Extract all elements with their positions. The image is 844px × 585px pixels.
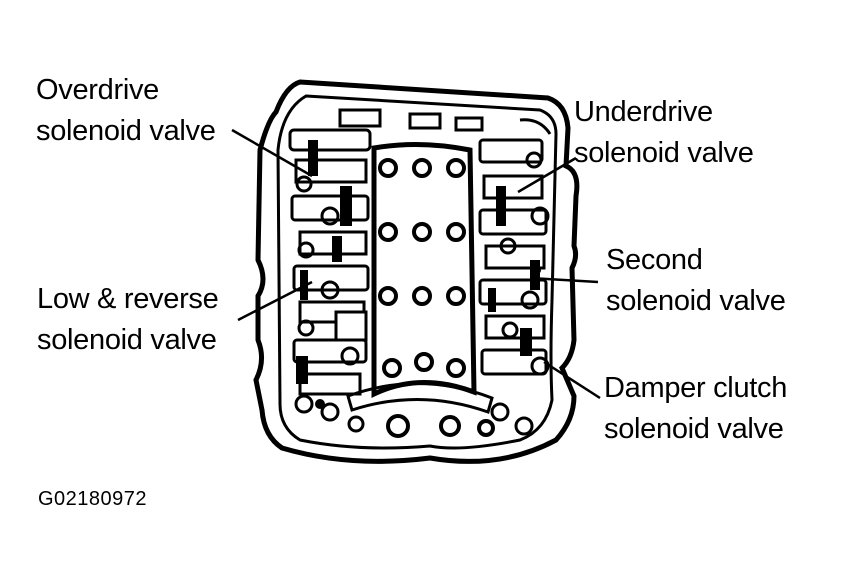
overdrive-label-line1: Overdrive [36, 74, 159, 106]
second-label-line2: solenoid valve [606, 285, 786, 317]
leader-damper [543, 360, 601, 400]
bottom-channel [346, 382, 494, 414]
underdrive-label-line2: solenoid valve [574, 137, 754, 169]
top-edge-parts [338, 108, 552, 135]
plate-bolt-holes [378, 158, 466, 378]
valve-body-outline [253, 79, 580, 464]
overdrive-label-line2: solenoid valve [36, 115, 216, 147]
bottom-bolt-holes [386, 414, 495, 438]
second-label-line1: Second [606, 244, 703, 276]
valve-body-inner-outline [276, 94, 558, 450]
right-valve-bank [478, 138, 550, 436]
damper-clutch-label-line2: solenoid valve [604, 413, 784, 445]
underdrive-label-line1: Underdrive [574, 96, 713, 128]
underdrive-solenoid-label: Underdrive solenoid valve [574, 92, 754, 174]
leader-lines [231, 128, 601, 400]
low-reverse-label-line1: Low & reverse [37, 283, 219, 315]
low-reverse-solenoid-label: Low & reverse solenoid valve [37, 279, 219, 361]
left-valve-dark-marks [296, 140, 352, 409]
leader-underdrive [517, 156, 577, 194]
leader-low-reverse [237, 280, 313, 322]
damper-clutch-label-line1: Damper clutch [604, 372, 788, 404]
overdrive-solenoid-label: Overdrive solenoid valve [36, 70, 216, 152]
second-solenoid-label: Second solenoid valve [606, 240, 786, 322]
figure-id: G02180972 [38, 488, 148, 510]
damper-clutch-solenoid-label: Damper clutch solenoid valve [604, 368, 787, 450]
leader-second [529, 276, 599, 284]
right-valve-dark-marks [488, 186, 541, 356]
leader-overdrive [231, 128, 313, 178]
low-reverse-label-line2: solenoid valve [37, 324, 217, 356]
